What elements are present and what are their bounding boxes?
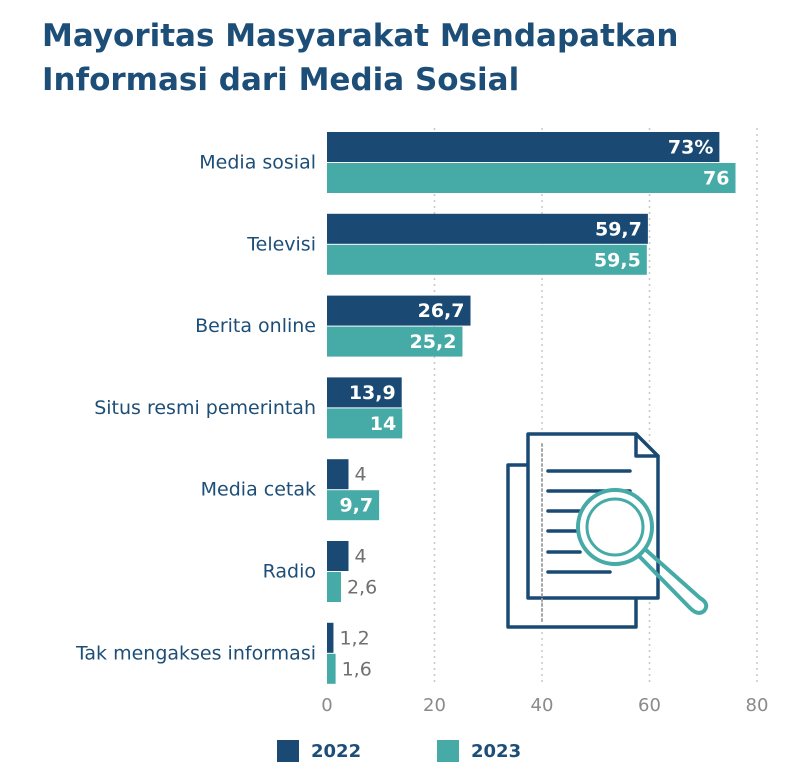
bar-2022 (327, 377, 402, 408)
bar-2023 (327, 408, 403, 439)
data-label-2022: 59,7 (595, 218, 642, 240)
bar-2022 (327, 459, 349, 490)
legend-label-2023: 2023 (471, 740, 522, 762)
x-tick-label: 0 (321, 695, 332, 716)
category-label: Media sosial (199, 152, 316, 174)
legend-label-2022: 2022 (311, 740, 362, 762)
bar-2023 (327, 163, 736, 193)
legend-item-2023: 2023 (437, 740, 521, 762)
legend-swatch-2022 (277, 740, 299, 762)
category-label: Televisi (246, 233, 316, 255)
category-label: Tak mengakses informasi (75, 642, 316, 664)
x-tick-label: 20 (423, 695, 446, 716)
data-label-2023: 14 (370, 413, 396, 435)
bar-2022 (327, 622, 334, 653)
legend-swatch-2023 (437, 740, 459, 762)
x-tick-label: 40 (531, 695, 554, 716)
bar-2023 (327, 326, 463, 357)
data-label-2022: 73% (668, 137, 713, 159)
bar-2022 (327, 541, 349, 571)
category-label: Situs resmi pemerintah (94, 397, 316, 419)
category-label: Media cetak (201, 479, 316, 501)
x-axis-ticks: 0 20 40 60 80 (321, 695, 768, 716)
bar-2023 (327, 490, 380, 521)
chart-title: Mayoritas Masyarakat Mendapatkan Informa… (42, 18, 679, 98)
data-label-2023: 59,5 (594, 249, 641, 271)
bars (327, 132, 736, 684)
data-label-2022: 13,9 (349, 382, 396, 404)
legend: 2022 2023 (0, 740, 800, 766)
bar-2022 (327, 132, 720, 162)
data-label-2022: 1,2 (339, 627, 369, 649)
bar-2022 (327, 295, 471, 326)
legend-item-2022: 2022 (277, 740, 361, 762)
category-label: Berita online (195, 315, 316, 337)
x-tick-label: 60 (638, 695, 661, 716)
bar-2023 (327, 572, 341, 602)
data-label-2022: 4 (355, 546, 367, 568)
value-labels: 73% 76 59,7 59,5 26,7 25,2 13,9 14 4 9,7 4 2,6 1,2 1,… (339, 137, 729, 681)
bar-2022 (327, 213, 648, 244)
bar-2023 (327, 653, 336, 684)
data-label-2023: 9,7 (339, 495, 373, 517)
data-label-2022: 4 (355, 464, 367, 486)
data-label-2023: 1,6 (342, 658, 372, 680)
document-search-icon (506, 432, 709, 629)
data-label-2023: 76 (703, 168, 729, 190)
data-label-2023: 2,6 (347, 577, 377, 599)
data-label-2023: 25,2 (410, 331, 457, 353)
data-label-2022: 26,7 (418, 300, 465, 322)
category-label: Radio (263, 561, 316, 583)
grid-lines (433, 128, 758, 686)
bar-2023 (327, 244, 647, 275)
x-tick-label: 80 (746, 695, 769, 716)
